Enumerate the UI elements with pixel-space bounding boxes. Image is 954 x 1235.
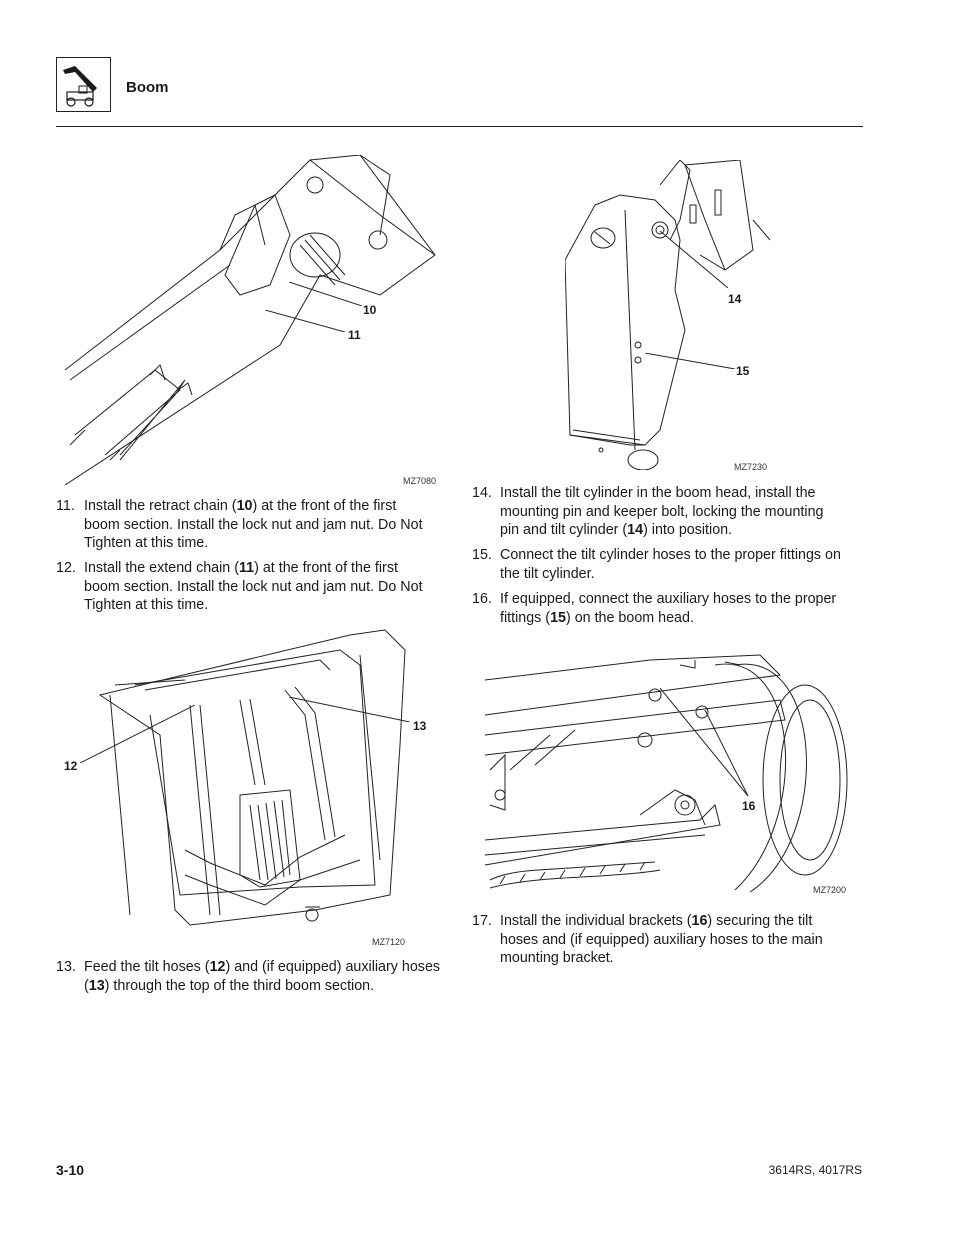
callout-ref: 13 (88, 977, 105, 994)
instruction-step-12: 12. Install the extend chain (11) at the… (56, 559, 446, 619)
figure-tilt-cylinder-boom-head (565, 160, 775, 470)
callout-label: 16 (742, 799, 756, 813)
instruction-step-14: 14. Install the tilt cylinder in the boo… (472, 484, 867, 544)
step-number: 11. (56, 498, 75, 514)
step-number: 13. (56, 959, 76, 975)
instruction-step-15: 15. Connect the tilt cylinder hoses to t… (472, 546, 867, 586)
step-number: 14. (472, 485, 492, 501)
callout-ref: 12 (209, 959, 226, 975)
callout-ref: 16 (691, 913, 708, 929)
figure-id: MZ7230 (734, 462, 768, 472)
instruction-step-16: 16. If equipped, connect the auxiliary h… (472, 590, 867, 630)
step-text: If equipped, connect the auxiliary hoses… (500, 591, 837, 626)
figure-hose-brackets (480, 640, 855, 895)
figure-retract-extend-chain (60, 155, 445, 485)
callout-ref: 11 (238, 560, 255, 576)
instruction-step-17: 17. Install the individual brackets (16)… (472, 912, 867, 972)
step-text: Install the retract chain (10) at the fr… (84, 498, 423, 552)
step-number: 16. (472, 591, 492, 607)
step-text: Install the extend chain (11) at the fro… (84, 560, 423, 614)
instruction-step-11: 11. Install the retract chain (10) at th… (56, 497, 446, 557)
callout-label: 12 (64, 759, 78, 773)
section-title: Boom (126, 79, 169, 96)
callout-label: 11 (348, 328, 361, 342)
figure-id: MZ7080 (403, 476, 437, 486)
step-number: 17. (472, 913, 492, 929)
figure-id: MZ7120 (372, 937, 406, 947)
callout-ref: 15 (550, 609, 566, 626)
step-number: 15. (472, 547, 492, 563)
step-text: Install the individual brackets (16) sec… (500, 913, 823, 967)
leader-line (289, 282, 362, 306)
step-text: Feed the tilt hoses (12) and (if equippe… (84, 959, 441, 994)
callout-ref: 14 (627, 522, 644, 539)
page-number: 3-10 (56, 1162, 85, 1178)
leader-line (289, 697, 410, 722)
step-number: 12. (56, 560, 76, 576)
leader-lines (660, 688, 750, 798)
header-divider (56, 126, 863, 127)
leader-line (80, 705, 195, 763)
callout-ref: 10 (236, 498, 253, 514)
step-text: Connect the tilt cylinder hoses to the p… (500, 547, 841, 582)
callout-label: 14 (728, 292, 742, 306)
figure-third-boom-section (90, 625, 415, 945)
callout-label: 15 (736, 364, 750, 378)
step-text: Install the tilt cylinder in the boom he… (500, 485, 824, 539)
leader-line (265, 310, 345, 332)
leader-line (645, 353, 735, 369)
callout-label: 10 (363, 303, 377, 317)
model-numbers: 3614RS, 4017RS (768, 1163, 862, 1177)
telehandler-icon (56, 57, 111, 112)
leader-line (660, 231, 728, 288)
instruction-step-13: 13. Feed the tilt hoses (12) and (if equ… (56, 958, 446, 998)
figure-id: MZ7200 (813, 885, 847, 895)
callout-label: 13 (413, 719, 427, 733)
